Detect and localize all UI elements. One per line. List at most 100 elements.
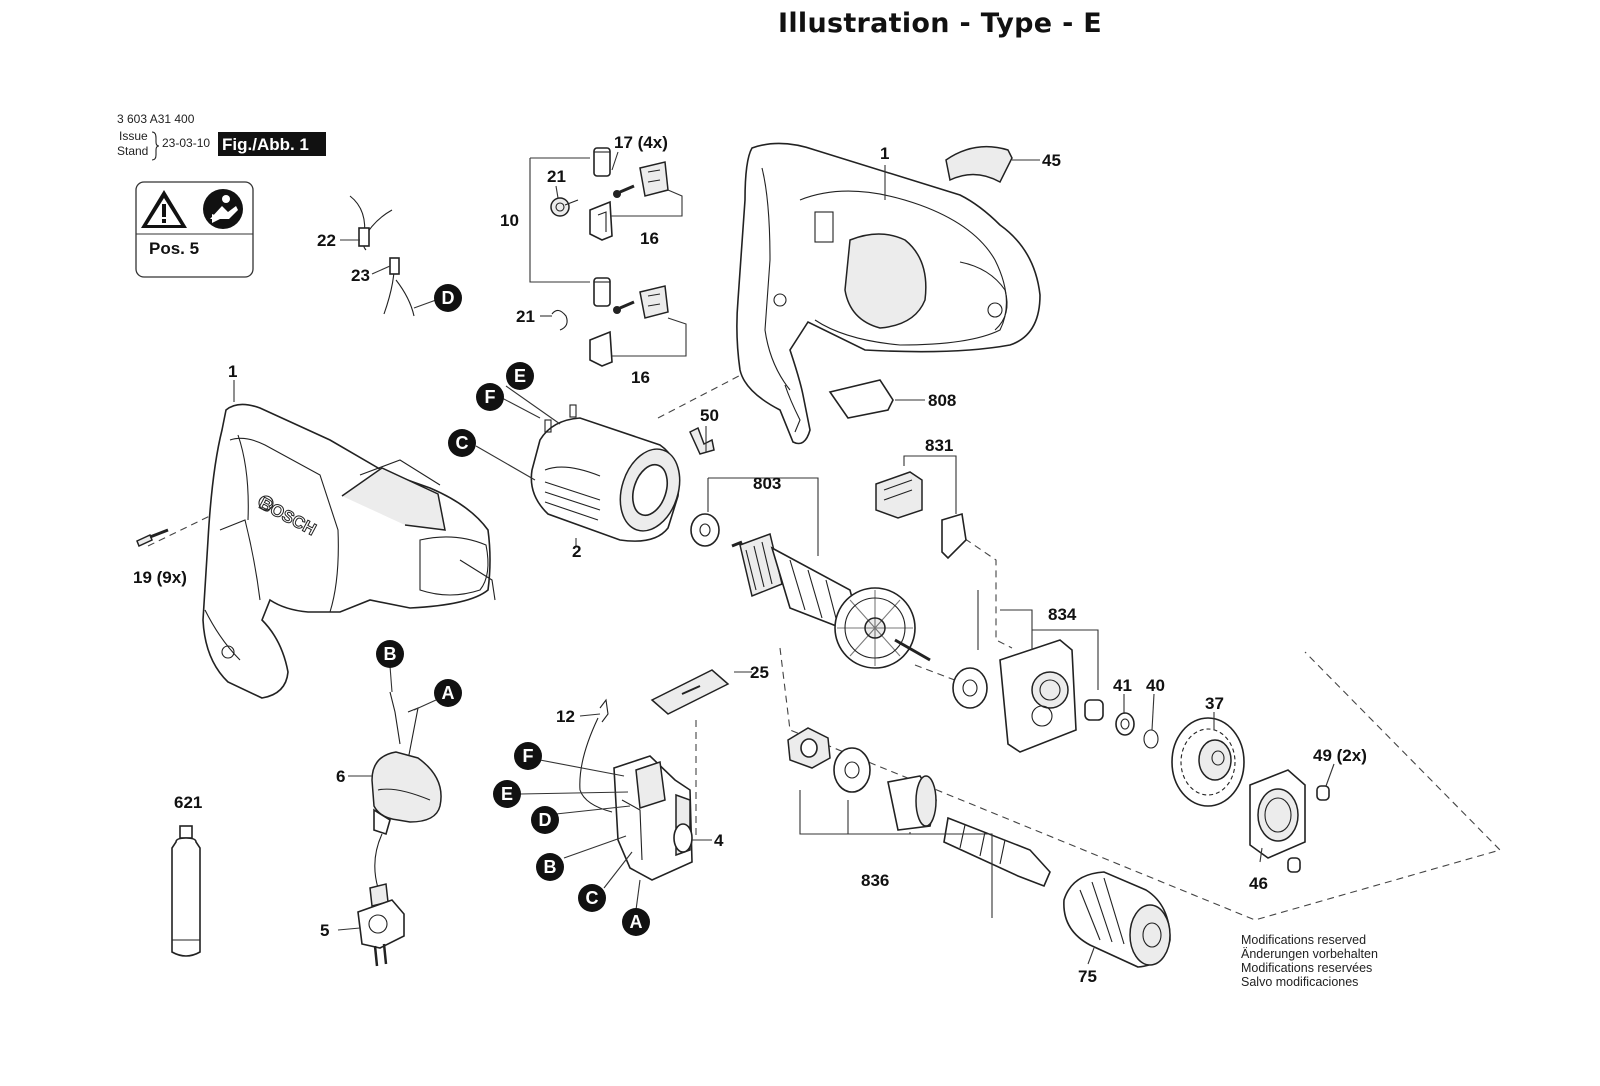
connector-F-switch: F — [514, 742, 542, 770]
callout-37: 37 — [1205, 694, 1224, 713]
issue-brace — [151, 131, 160, 161]
callout-40: 40 — [1146, 676, 1165, 695]
leader-A-cord — [413, 699, 437, 711]
callout-22: 22 — [317, 231, 336, 250]
leader-21-top — [555, 185, 559, 199]
callout-831: 831 — [925, 436, 953, 455]
connector-B-switch: B — [536, 853, 564, 881]
assembly-line-bearing — [914, 664, 961, 683]
leader-A-switch — [635, 879, 641, 911]
leader-46 — [1259, 847, 1263, 863]
leader-F-stator — [501, 397, 541, 419]
assembly-line-screw — [147, 511, 219, 547]
stator — [530, 404, 681, 542]
leader-49 — [1325, 763, 1335, 787]
callout-4: 4 — [714, 831, 724, 850]
svg-text:A: A — [442, 683, 455, 703]
armature — [690, 513, 988, 709]
callout-6: 6 — [336, 767, 345, 786]
cable-set — [349, 195, 415, 317]
page-title: Illustration - Type - E — [777, 8, 1103, 39]
assembly-line-brush — [954, 531, 1013, 649]
callout-19: 19 (9x) — [133, 568, 187, 587]
svg-text:B: B — [384, 644, 397, 664]
leader-E-switch — [519, 791, 629, 795]
callout-16-bottom: 16 — [631, 368, 650, 387]
leader-803 — [707, 477, 819, 556]
connector-C-switch: C — [578, 884, 606, 912]
modifications-line-2: Änderungen vorbehalten — [1241, 947, 1378, 961]
callout-803: 803 — [753, 474, 781, 493]
callout-1-left: 1 — [228, 362, 237, 381]
leader-D-top — [413, 299, 437, 309]
drill-housing-assembled: BOSCH — [202, 403, 496, 699]
grease-tube — [171, 825, 201, 957]
svg-text:A: A — [630, 912, 643, 932]
callout-46: 46 — [1249, 874, 1268, 893]
brush-assembly — [529, 147, 687, 367]
leader-B-switch — [563, 835, 627, 859]
callout-836: 836 — [861, 871, 889, 890]
callout-16-top: 16 — [640, 229, 659, 248]
warning-label: Pos. 5 — [149, 239, 199, 258]
power-cord — [357, 691, 442, 967]
callout-41: 41 — [1113, 676, 1132, 695]
connector-D-switch: D — [531, 806, 559, 834]
callout-50: 50 — [700, 406, 719, 425]
cover-plate — [945, 145, 1013, 184]
leader-40 — [1151, 693, 1155, 731]
spindle-group — [787, 727, 1051, 918]
terminal-50 — [689, 426, 715, 455]
connector-E-stator: E — [506, 362, 534, 390]
svg-text:E: E — [514, 366, 526, 386]
leader-23 — [371, 265, 391, 275]
leader-D-switch — [555, 805, 631, 815]
leader-C-stator — [475, 445, 536, 481]
connector-F-stator: F — [476, 383, 504, 411]
issue-label: Issue — [119, 129, 148, 143]
svg-text:F: F — [485, 387, 496, 407]
part-number: 3 603 A31 400 — [117, 112, 195, 126]
modifications-line-1: Modifications reserved — [1241, 933, 1366, 947]
connector-C-stator: C — [448, 429, 476, 457]
circlip-40 — [1143, 729, 1159, 749]
housing-half-right — [736, 142, 1041, 445]
svg-text:F: F — [523, 746, 534, 766]
leader-E-stator — [505, 385, 561, 425]
bearing-holder — [977, 590, 1104, 753]
svg-text:C: C — [586, 888, 599, 908]
callout-17: 17 (4x) — [614, 133, 668, 152]
callout-808: 808 — [928, 391, 956, 410]
leader-C-switch — [603, 851, 633, 889]
svg-text:E: E — [501, 784, 513, 804]
warning-triangle-icon — [141, 190, 187, 228]
leader-17 — [611, 151, 619, 171]
warning-box: Pos. 5 — [135, 181, 254, 278]
callout-5: 5 — [320, 921, 329, 940]
svg-text:D: D — [442, 288, 455, 308]
brush-holder-831 — [875, 455, 967, 560]
leader-F-switch — [539, 759, 625, 777]
svg-text:C: C — [456, 433, 469, 453]
callout-10: 10 — [500, 211, 519, 230]
chuck — [1063, 871, 1171, 968]
capacitor-12 — [599, 698, 609, 723]
screw-19 — [136, 528, 169, 548]
callout-1-top: 1 — [880, 144, 889, 163]
figure-badge — [218, 132, 326, 156]
label-sticker — [828, 379, 894, 419]
read-manual-icon — [203, 189, 243, 229]
callout-23: 23 — [351, 266, 370, 285]
leader-5 — [337, 927, 361, 931]
callout-45: 45 — [1042, 151, 1061, 170]
gear-37 — [1171, 717, 1245, 807]
callout-2: 2 — [572, 542, 581, 561]
callout-621: 621 — [174, 793, 202, 812]
gear-cover — [1249, 769, 1330, 873]
modifications-line-3: Modifications reservées — [1241, 961, 1372, 975]
modifications-line-4: Salvo modificaciones — [1241, 975, 1358, 989]
callout-49: 49 (2x) — [1313, 746, 1367, 765]
issue-date: 23-03-10 — [162, 136, 210, 150]
